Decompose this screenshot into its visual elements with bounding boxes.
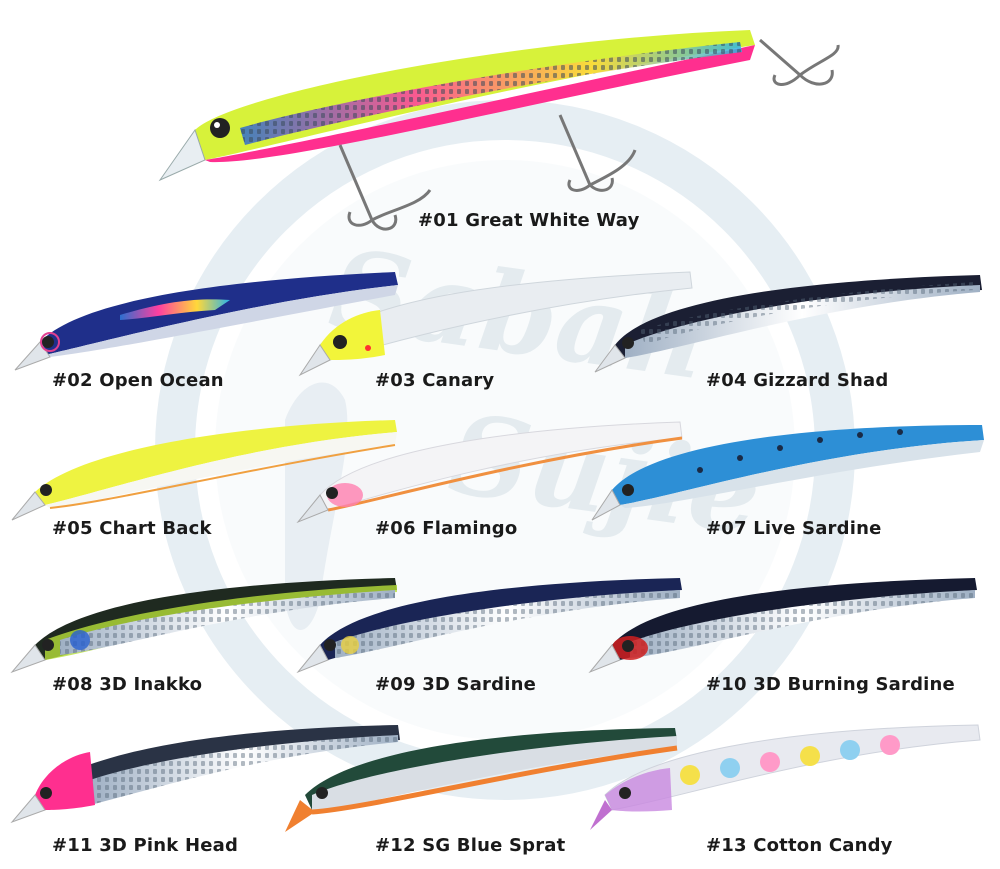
lure-label-08: #08 3D Inakko xyxy=(52,674,203,695)
lure-10 xyxy=(588,578,977,674)
lure-label-07: #07 Live Sardine xyxy=(706,518,882,539)
lure-label-06: #06 Flamingo xyxy=(375,518,518,539)
lure-label-12: #12 SG Blue Sprat xyxy=(375,835,566,856)
lure-label-13: #13 Cotton Candy xyxy=(706,835,893,856)
lure-12 xyxy=(285,728,678,832)
lure-03 xyxy=(298,271,693,377)
lure-04 xyxy=(594,275,982,373)
lure-label-03: #03 Canary xyxy=(375,370,495,391)
lure-label-10: #10 3D Burning Sardine xyxy=(706,674,955,695)
lure-08 xyxy=(10,578,397,674)
lure-label-01: #01 Great White Way xyxy=(418,210,640,231)
lure-11 xyxy=(10,725,400,824)
lure-09 xyxy=(296,578,682,674)
lure-label-02: #02 Open Ocean xyxy=(52,370,224,391)
lure-label-04: #04 Gizzard Shad xyxy=(706,370,889,391)
lure-01 xyxy=(158,30,840,231)
lure-06 xyxy=(296,421,683,524)
lure-label-05: #05 Chart Back xyxy=(52,518,212,539)
lure-label-11: #11 3D Pink Head xyxy=(52,835,239,856)
lure-02 xyxy=(14,272,398,371)
lure-05 xyxy=(11,420,397,521)
lure-label-09: #09 3D Sardine xyxy=(375,674,536,695)
lure-13 xyxy=(590,724,981,830)
lure-07 xyxy=(591,425,984,521)
